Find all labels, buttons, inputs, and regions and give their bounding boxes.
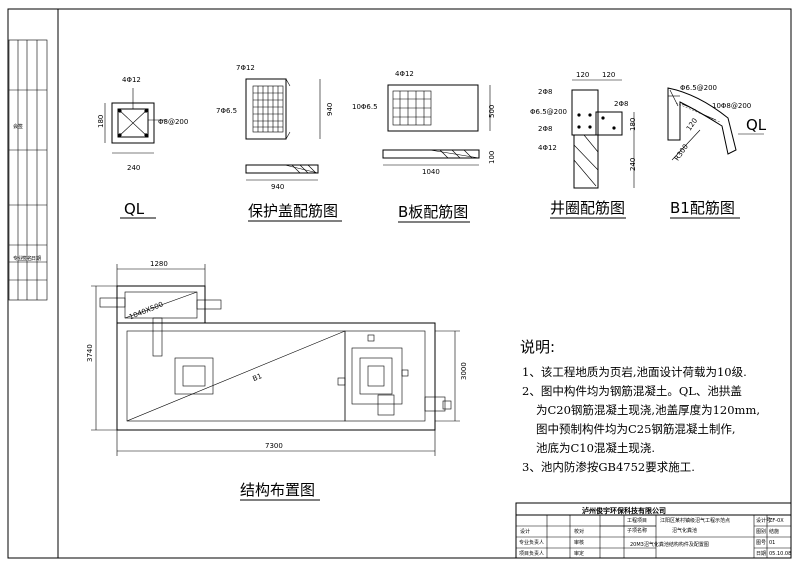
margin-label-4: 日期 xyxy=(31,256,41,262)
cover-reinforcement-detail: 7Φ12 7Φ6.5 940 940 保护盖配筋图 xyxy=(216,64,342,222)
b-plate-reinforcement-detail: 4Φ12 10Φ6.5 500 100 1040 B板配筋图 xyxy=(352,70,496,223)
notes-line-6: 3、池内防渗按GB4752要求施工. xyxy=(522,460,695,474)
margin-label-1: 会签 xyxy=(13,123,23,130)
tb-project-value: 江阳区某村镇级沼气工程示范点 xyxy=(660,517,730,524)
tb-right-value-1: ZF-0X xyxy=(769,518,784,524)
well-ring-caption: 井圈配筋图 xyxy=(550,199,625,217)
b-plate-rebar-left: 10Φ6.5 xyxy=(352,103,378,111)
notes-line-2: 2、图中构件均为钢筋混凝土。QL、池拱盖 xyxy=(522,384,742,398)
tb-right-label-4: 日期 xyxy=(756,551,766,557)
structural-layout-plan: 1280 7300 3740 3000 B1 1040X500 结构布置图 xyxy=(86,260,468,501)
b1-label-ql: QL xyxy=(746,116,767,134)
tb-check-1: 校对 xyxy=(574,528,584,535)
b1-dim-r: R300 xyxy=(673,143,690,163)
b-plate-rebar-top: 4Φ12 xyxy=(395,70,414,78)
cover-dim-height: 940 xyxy=(326,103,334,116)
tb-drawing-title: 20M3沼气化粪池结构构件及配置图 xyxy=(630,541,709,548)
tb-subproject-value: 沼气化粪池 xyxy=(672,527,697,534)
notes-line-3: 为C20钢筋混凝土现浇,池盖厚度为120mm, xyxy=(536,403,760,417)
cover-rebar-left: 7Φ6.5 xyxy=(216,107,237,115)
well-dim-d: 240 xyxy=(629,158,637,171)
tb-row-design: 设计 xyxy=(520,528,530,535)
well-dim-a: 120 xyxy=(576,71,589,79)
b1-dim-a: 120 xyxy=(685,117,699,133)
ql-caption: QL xyxy=(124,200,145,218)
ql-stirrup: Φ8@200 xyxy=(158,118,188,126)
well-rebar-4: 2Φ8 xyxy=(614,100,628,108)
well-rebar-5: 4Φ12 xyxy=(538,144,557,152)
well-rebar-3: 2Φ8 xyxy=(538,125,552,133)
b1-reinforcement-detail: Φ6.5@200 10Φ8@200 120 R300 QL B1配筋图 xyxy=(667,84,767,219)
well-ring-reinforcement-detail: 120 120 2Φ8 Φ6.5@200 2Φ8 2Φ8 4Φ12 180 24… xyxy=(530,71,637,219)
b-plate-caption: B板配筋图 xyxy=(398,203,468,221)
cover-caption: 保护盖配筋图 xyxy=(248,202,338,220)
tb-right-label-2: 图别 xyxy=(756,528,766,535)
well-dim-b: 120 xyxy=(602,71,615,79)
notes-line-4: 图中预制构件均为C25钢筋混凝土制作, xyxy=(536,422,736,436)
b1-rebar-1: Φ6.5@200 xyxy=(680,84,717,92)
tb-row-discipline-lead: 专业负责人 xyxy=(519,539,544,546)
b-plate-dim-width: 1040 xyxy=(422,168,440,176)
ql-dim-width: 240 xyxy=(127,164,140,172)
notes-line-5: 池底为C10混凝土现浇. xyxy=(536,441,655,455)
tb-right-label-3: 图号 xyxy=(756,540,766,546)
cover-rebar-top: 7Φ12 xyxy=(236,64,255,72)
tb-subproject-label: 子项名称 xyxy=(627,527,647,534)
plan-caption: 结构布置图 xyxy=(240,481,315,499)
plan-dim-bottom: 7300 xyxy=(265,442,283,450)
tb-check-3: 审定 xyxy=(574,550,584,557)
title-block-company: 泸州俊宇环保科技有限公司 xyxy=(582,506,666,515)
ql-rebar-top: 4Φ12 xyxy=(122,76,141,84)
margin-signature-strip: 会签 专业 签名 日期 xyxy=(8,39,48,301)
sheet-border xyxy=(7,8,792,559)
design-notes: 说明: 1、该工程地质为页岩,池面设计荷载为10级. 2、图中构件均为钢筋混凝土… xyxy=(520,338,760,474)
tb-right-label-1: 设计号 xyxy=(756,517,771,524)
b1-caption: B1配筋图 xyxy=(670,199,735,217)
ql-section-detail: 4Φ12 Φ8@200 180 240 QL xyxy=(97,76,188,219)
b-plate-dim-thick: 100 xyxy=(488,151,496,164)
notes-title: 说明: xyxy=(520,338,555,356)
margin-label-3: 签名 xyxy=(22,255,32,262)
b1-rebar-2: 10Φ8@200 xyxy=(712,102,751,110)
tb-right-value-4: 05.10.08 xyxy=(769,551,791,557)
tb-right-value-3: 01 xyxy=(769,540,775,546)
b-plate-dim-height: 500 xyxy=(488,105,496,118)
tb-check-2: 审核 xyxy=(574,539,584,546)
plan-dim-left: 3740 xyxy=(86,344,94,362)
tb-project-label: 工程项目 xyxy=(627,517,647,524)
cover-dim-width: 940 xyxy=(271,183,284,191)
plan-label-b1: B1 xyxy=(252,372,264,383)
well-rebar-1: 2Φ8 xyxy=(538,88,552,96)
notes-line-1: 1、该工程地质为页岩,池面设计荷载为10级. xyxy=(522,365,747,379)
title-block: 泸州俊宇环保科技有限公司 设计 专业负责人 项目负责人 校对 审核 审定 工程项… xyxy=(515,502,792,559)
tb-row-project-lead: 项目负责人 xyxy=(519,550,544,557)
well-rebar-2: Φ6.5@200 xyxy=(530,108,567,116)
tb-right-value-2: 结施 xyxy=(769,528,779,535)
ql-dim-height: 180 xyxy=(97,115,105,128)
plan-dim-top: 1280 xyxy=(150,260,168,268)
margin-label-2: 专业 xyxy=(13,255,23,262)
well-dim-c: 180 xyxy=(629,118,637,131)
plan-dim-right: 3000 xyxy=(460,362,468,380)
